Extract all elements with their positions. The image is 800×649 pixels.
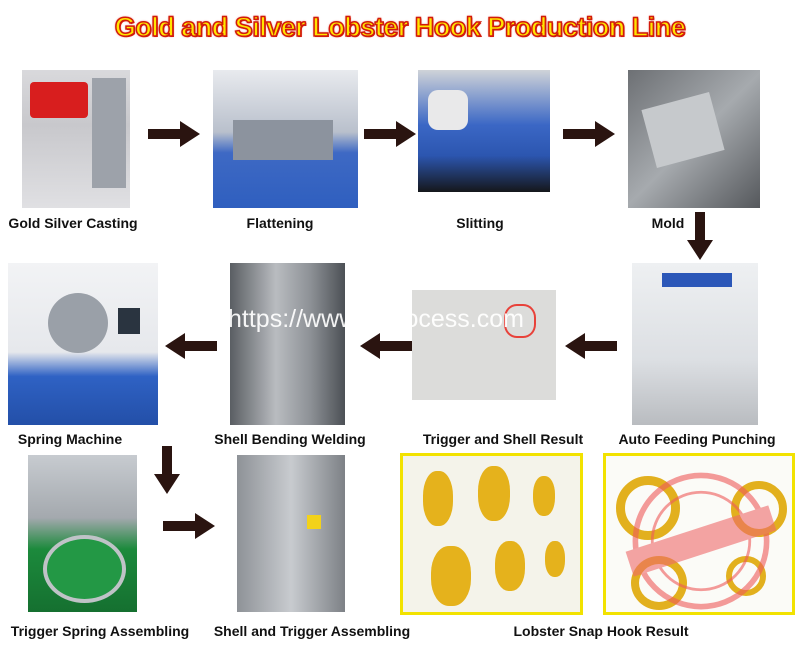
website-watermark: https://www. kprocess.com	[228, 305, 524, 333]
step-label: Auto Feeding Punching	[618, 431, 776, 447]
shell-trigger-assembling-photo	[237, 455, 345, 612]
step-label: Mold	[651, 215, 685, 231]
step-label: Gold Silver Casting	[8, 215, 138, 231]
step-label: Lobster Snap Hook Result	[513, 623, 689, 639]
arrow-left-icon	[360, 333, 412, 359]
trigger-spring-assembling-photo	[28, 455, 137, 612]
arrow-left-icon	[565, 333, 617, 359]
step-label: Trigger Spring Assembling	[10, 623, 190, 639]
spring-ring-result-photo	[603, 453, 795, 615]
step-label: Spring Machine	[17, 431, 123, 447]
trigger-shell-result-photo	[412, 290, 556, 400]
arrow-right-icon	[163, 513, 215, 539]
casting-machine-photo	[22, 70, 130, 208]
step-label: Shell Bending Welding	[214, 431, 366, 447]
lobster-hook-result-photo	[400, 453, 583, 615]
arrow-down-icon	[154, 446, 180, 494]
spring-machine-photo	[8, 263, 158, 425]
arrow-left-icon	[165, 333, 217, 359]
slitting-machine-photo	[418, 70, 550, 192]
arrow-right-icon	[563, 121, 615, 147]
step-label: Slitting	[456, 215, 504, 231]
arrow-down-icon	[687, 212, 713, 260]
copy-protection-stamp	[625, 472, 777, 610]
step-label: Shell and Trigger Assembling	[213, 623, 411, 639]
arrow-right-icon	[364, 121, 416, 147]
diagram-title: Gold and Silver Lobster Hook Production …	[114, 11, 687, 43]
arrow-right-icon	[148, 121, 200, 147]
step-label: Flattening	[246, 215, 314, 231]
shell-bending-welding-photo	[230, 263, 345, 425]
flattening-machine-photo	[213, 70, 358, 208]
mold-photo	[628, 70, 760, 208]
step-label: Trigger and Shell Result	[422, 431, 584, 447]
auto-feeding-punching-photo	[632, 263, 758, 425]
